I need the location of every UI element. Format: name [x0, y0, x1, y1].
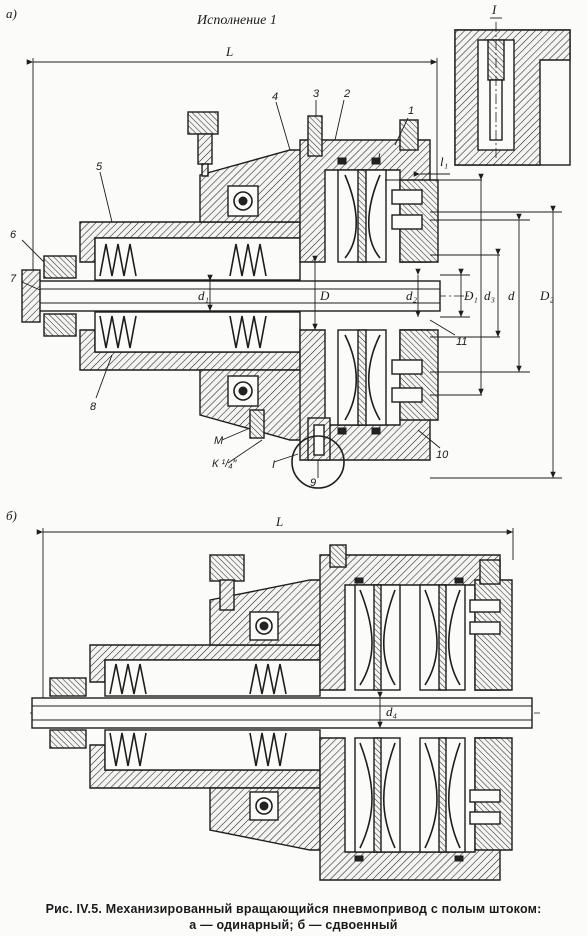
callout-4: 4 — [272, 91, 278, 103]
view-b-label: б) — [6, 508, 17, 523]
thread-label-K: К ¹/₄″ — [212, 458, 238, 470]
callout-5: 5 — [96, 161, 103, 173]
section-label: I — [272, 459, 275, 471]
callout-2: 2 — [343, 88, 350, 100]
dim-d1: d₁ — [198, 288, 209, 303]
view-a-drawing — [21, 17, 571, 489]
dim-d4: d₄ — [386, 704, 398, 719]
view-a-labels: а) Исполнение 1 I L l l₁ d₁ D d₂ D₁ d₃ d… — [6, 2, 554, 489]
dim-D1: D₁ — [463, 288, 478, 303]
dim-L-b: L — [275, 514, 283, 529]
dim-D2: D₂ — [539, 288, 554, 303]
callout-9: 9 — [310, 477, 316, 489]
view-b-labels: б) L d₄ — [6, 508, 398, 719]
callout-8: 8 — [90, 401, 97, 413]
figure-caption-line2: а — одинарный; б — сдвоенный — [189, 918, 398, 932]
callout-11: 11 — [456, 336, 467, 348]
callout-10: 10 — [436, 449, 449, 461]
view-a-label: а) — [6, 6, 17, 21]
figure-caption-line1: Рис. IV.5. Механизированный вращающийся … — [45, 902, 542, 916]
callout-3: 3 — [313, 88, 320, 100]
callout-7: 7 — [10, 273, 17, 285]
callout-6: 6 — [10, 229, 17, 241]
dim-d3: d₃ — [484, 288, 495, 303]
dim-l1: l₁ — [440, 154, 448, 169]
dim-L-a: L — [225, 44, 233, 59]
dim-d: d — [508, 288, 515, 303]
version-title: Исполнение 1 — [196, 13, 277, 28]
thread-label-M: М — [214, 435, 224, 447]
dim-D: D — [319, 288, 330, 303]
callout-1: 1 — [408, 105, 414, 117]
detail-label: I — [491, 2, 497, 17]
dim-d2: d₂ — [406, 288, 418, 303]
view-b-drawing — [30, 528, 540, 881]
dim-l: l — [377, 150, 381, 165]
